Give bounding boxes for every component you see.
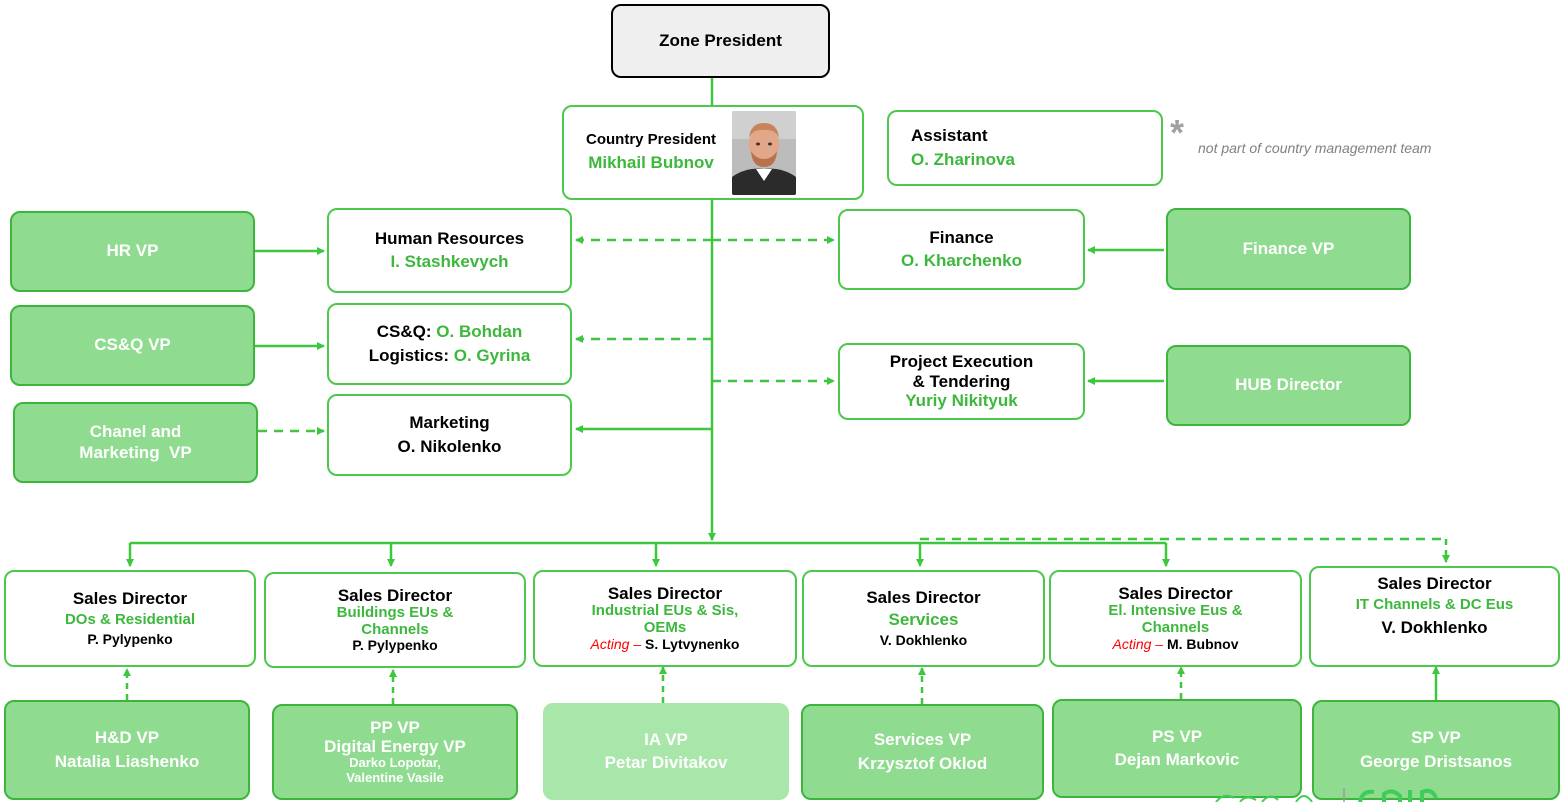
sales-director-dos: Sales Director DOs & Residential P. Pyly… bbox=[4, 570, 256, 667]
brand-logo bbox=[1196, 784, 1561, 802]
country-president-box: Country President Mikhail Bubnov bbox=[562, 105, 864, 200]
marketing-box: Marketing O. Nikolenko bbox=[327, 394, 572, 476]
sales-name: V. Dokhlenko bbox=[1381, 618, 1488, 638]
country-president-role: Country President bbox=[586, 131, 717, 149]
footnote-text: not part of country management team bbox=[1198, 140, 1432, 156]
finance-box: Finance O. Kharchenko bbox=[838, 209, 1085, 290]
sales-director-industrial: Sales Director Industrial EUs & Sis, OEM… bbox=[533, 570, 797, 667]
sales-name: M. Bubnov bbox=[1166, 635, 1239, 652]
marketing-role: Marketing bbox=[409, 413, 490, 433]
csq-role: CS&Q: bbox=[376, 322, 432, 342]
finance-name: O. Kharchenko bbox=[901, 251, 1022, 270]
sales-segment-line2: OEMs bbox=[643, 619, 687, 637]
sales-segment-line1: Buildings EUs & bbox=[336, 603, 454, 621]
zone-president-title: Zone President bbox=[659, 30, 782, 50]
zone-president-box: Zone President bbox=[611, 4, 830, 78]
sales-title: Sales Director bbox=[337, 585, 453, 605]
assistant-role: Assistant bbox=[911, 125, 988, 145]
finance-role: Finance bbox=[929, 227, 994, 247]
vp-title: PS VP bbox=[1151, 726, 1203, 746]
csq-vp-label: CS&Q VP bbox=[94, 335, 171, 355]
csq-name: O. Bohdan bbox=[436, 322, 523, 342]
csq-line: CS&Q: O. Bohdan bbox=[377, 322, 522, 342]
sp-vp-box: SP VP George Dristsanos bbox=[1312, 700, 1560, 800]
vp-name: Dejan Markovic bbox=[1114, 750, 1240, 769]
hr-name: I. Stashkevych bbox=[390, 252, 509, 271]
vp-title: Services VP bbox=[873, 730, 972, 750]
marketing-name: O. Nikolenko bbox=[397, 436, 502, 456]
chanel-vp-line2: Marketing VP bbox=[79, 442, 192, 462]
csq-vp-box: CS&Q VP bbox=[10, 305, 255, 386]
sales-title: Sales Director bbox=[72, 588, 188, 608]
pp-vp-box: PP VP Digital Energy VP Darko Lopotar, V… bbox=[272, 704, 518, 800]
acting-label: Acting – bbox=[1112, 635, 1164, 652]
sales-director-it-channels: Sales Director IT Channels & DC Eus V. D… bbox=[1309, 566, 1560, 667]
chanel-marketing-vp-box: Chanel and Marketing VP bbox=[13, 402, 258, 483]
vp-name-2: Valentine Vasile bbox=[346, 769, 444, 785]
asterisk-mark: * bbox=[1170, 112, 1185, 153]
sales-segment-line1: Industrial EUs & Sis, bbox=[591, 602, 739, 620]
logistics-role: Logistics: bbox=[368, 345, 450, 365]
sales-segment-line2: Channels bbox=[361, 620, 429, 638]
sales-segment: Services bbox=[888, 610, 959, 630]
hr-vp-label: HR VP bbox=[106, 241, 159, 261]
pet-name: Yuriy Nikityuk bbox=[905, 391, 1018, 411]
sales-director-el-intensive: Sales Director El. Intensive Eus & Chann… bbox=[1049, 570, 1302, 667]
sales-title: Sales Director bbox=[1118, 584, 1233, 604]
vp-title: H&D VP bbox=[94, 728, 160, 748]
vp-name-1: Darko Lopotar, bbox=[349, 755, 441, 771]
logistics-line: Logistics: O. Gyrina bbox=[369, 346, 531, 366]
hr-role: Human Resources bbox=[374, 228, 525, 248]
vp-name: Natalia Liashenko bbox=[54, 751, 200, 771]
sales-title: Sales Director bbox=[607, 584, 723, 604]
finance-vp-label: Finance VP bbox=[1242, 238, 1335, 258]
sales-director-buildings: Sales Director Buildings EUs & Channels … bbox=[264, 572, 526, 668]
acting-label: Acting – bbox=[590, 635, 642, 652]
ps-vp-box: PS VP Dejan Markovic bbox=[1052, 699, 1302, 798]
vp-title-2: Digital Energy VP bbox=[324, 736, 466, 756]
vp-title: IA VP bbox=[644, 729, 688, 749]
vp-name: Petar Divitakov bbox=[604, 753, 728, 772]
services-vp-box: Services VP Krzysztof Oklod bbox=[801, 704, 1044, 800]
vp-title: PP VP bbox=[370, 718, 420, 738]
vp-name: Krzysztof Oklod bbox=[857, 753, 988, 773]
csq-logistics-box: CS&Q: O. Bohdan Logistics: O. Gyrina bbox=[327, 303, 572, 385]
hub-director-label: HUB Director bbox=[1235, 375, 1342, 395]
sales-name: P. Pylypenko bbox=[352, 637, 438, 654]
assistant-name: O. Zharinova bbox=[911, 150, 1015, 169]
vp-title: SP VP bbox=[1411, 728, 1461, 748]
human-resources-box: Human Resources I. Stashkevych bbox=[327, 208, 572, 293]
hd-vp-box: H&D VP Natalia Liashenko bbox=[4, 700, 250, 800]
sales-name: S. Lytvynenko bbox=[645, 635, 740, 652]
logistics-name: O. Gyrina bbox=[453, 345, 531, 365]
country-president-name: Mikhail Bubnov bbox=[588, 153, 714, 173]
hr-vp-box: HR VP bbox=[10, 211, 255, 292]
sales-title: Sales Director bbox=[1377, 574, 1492, 593]
assistant-box: Assistant O. Zharinova bbox=[887, 110, 1163, 186]
pet-role-line2: & Tendering bbox=[912, 371, 1011, 391]
chanel-vp-line1: Chanel and bbox=[89, 422, 182, 442]
sales-name: V. Dokhlenko bbox=[879, 632, 968, 649]
sales-name: P. Pylypenko bbox=[87, 631, 173, 648]
sales-segment-line1: El. Intensive Eus & bbox=[1108, 602, 1243, 620]
sales-segment: DOs & Residential bbox=[64, 611, 196, 629]
sales-acting-line: Acting – S. Lytvynenko bbox=[590, 635, 740, 653]
sales-acting-line: Acting – M. Bubnov bbox=[1112, 635, 1239, 653]
sales-segment: IT Channels & DC Eus bbox=[1355, 596, 1514, 614]
project-execution-box: Project Execution & Tendering Yuriy Niki… bbox=[838, 343, 1085, 420]
finance-vp-box: Finance VP bbox=[1166, 208, 1411, 290]
hub-director-box: HUB Director bbox=[1166, 345, 1411, 426]
pet-role-line1: Project Execution bbox=[889, 352, 1034, 372]
country-president-photo bbox=[732, 110, 797, 195]
ia-vp-box: IA VP Petar Divitakov bbox=[543, 703, 789, 800]
sales-director-services: Sales Director Services V. Dokhlenko bbox=[802, 570, 1045, 667]
sales-title: Sales Director bbox=[866, 587, 981, 607]
sales-segment-line2: Channels bbox=[1141, 619, 1210, 637]
vp-name: George Dristsanos bbox=[1359, 751, 1513, 771]
